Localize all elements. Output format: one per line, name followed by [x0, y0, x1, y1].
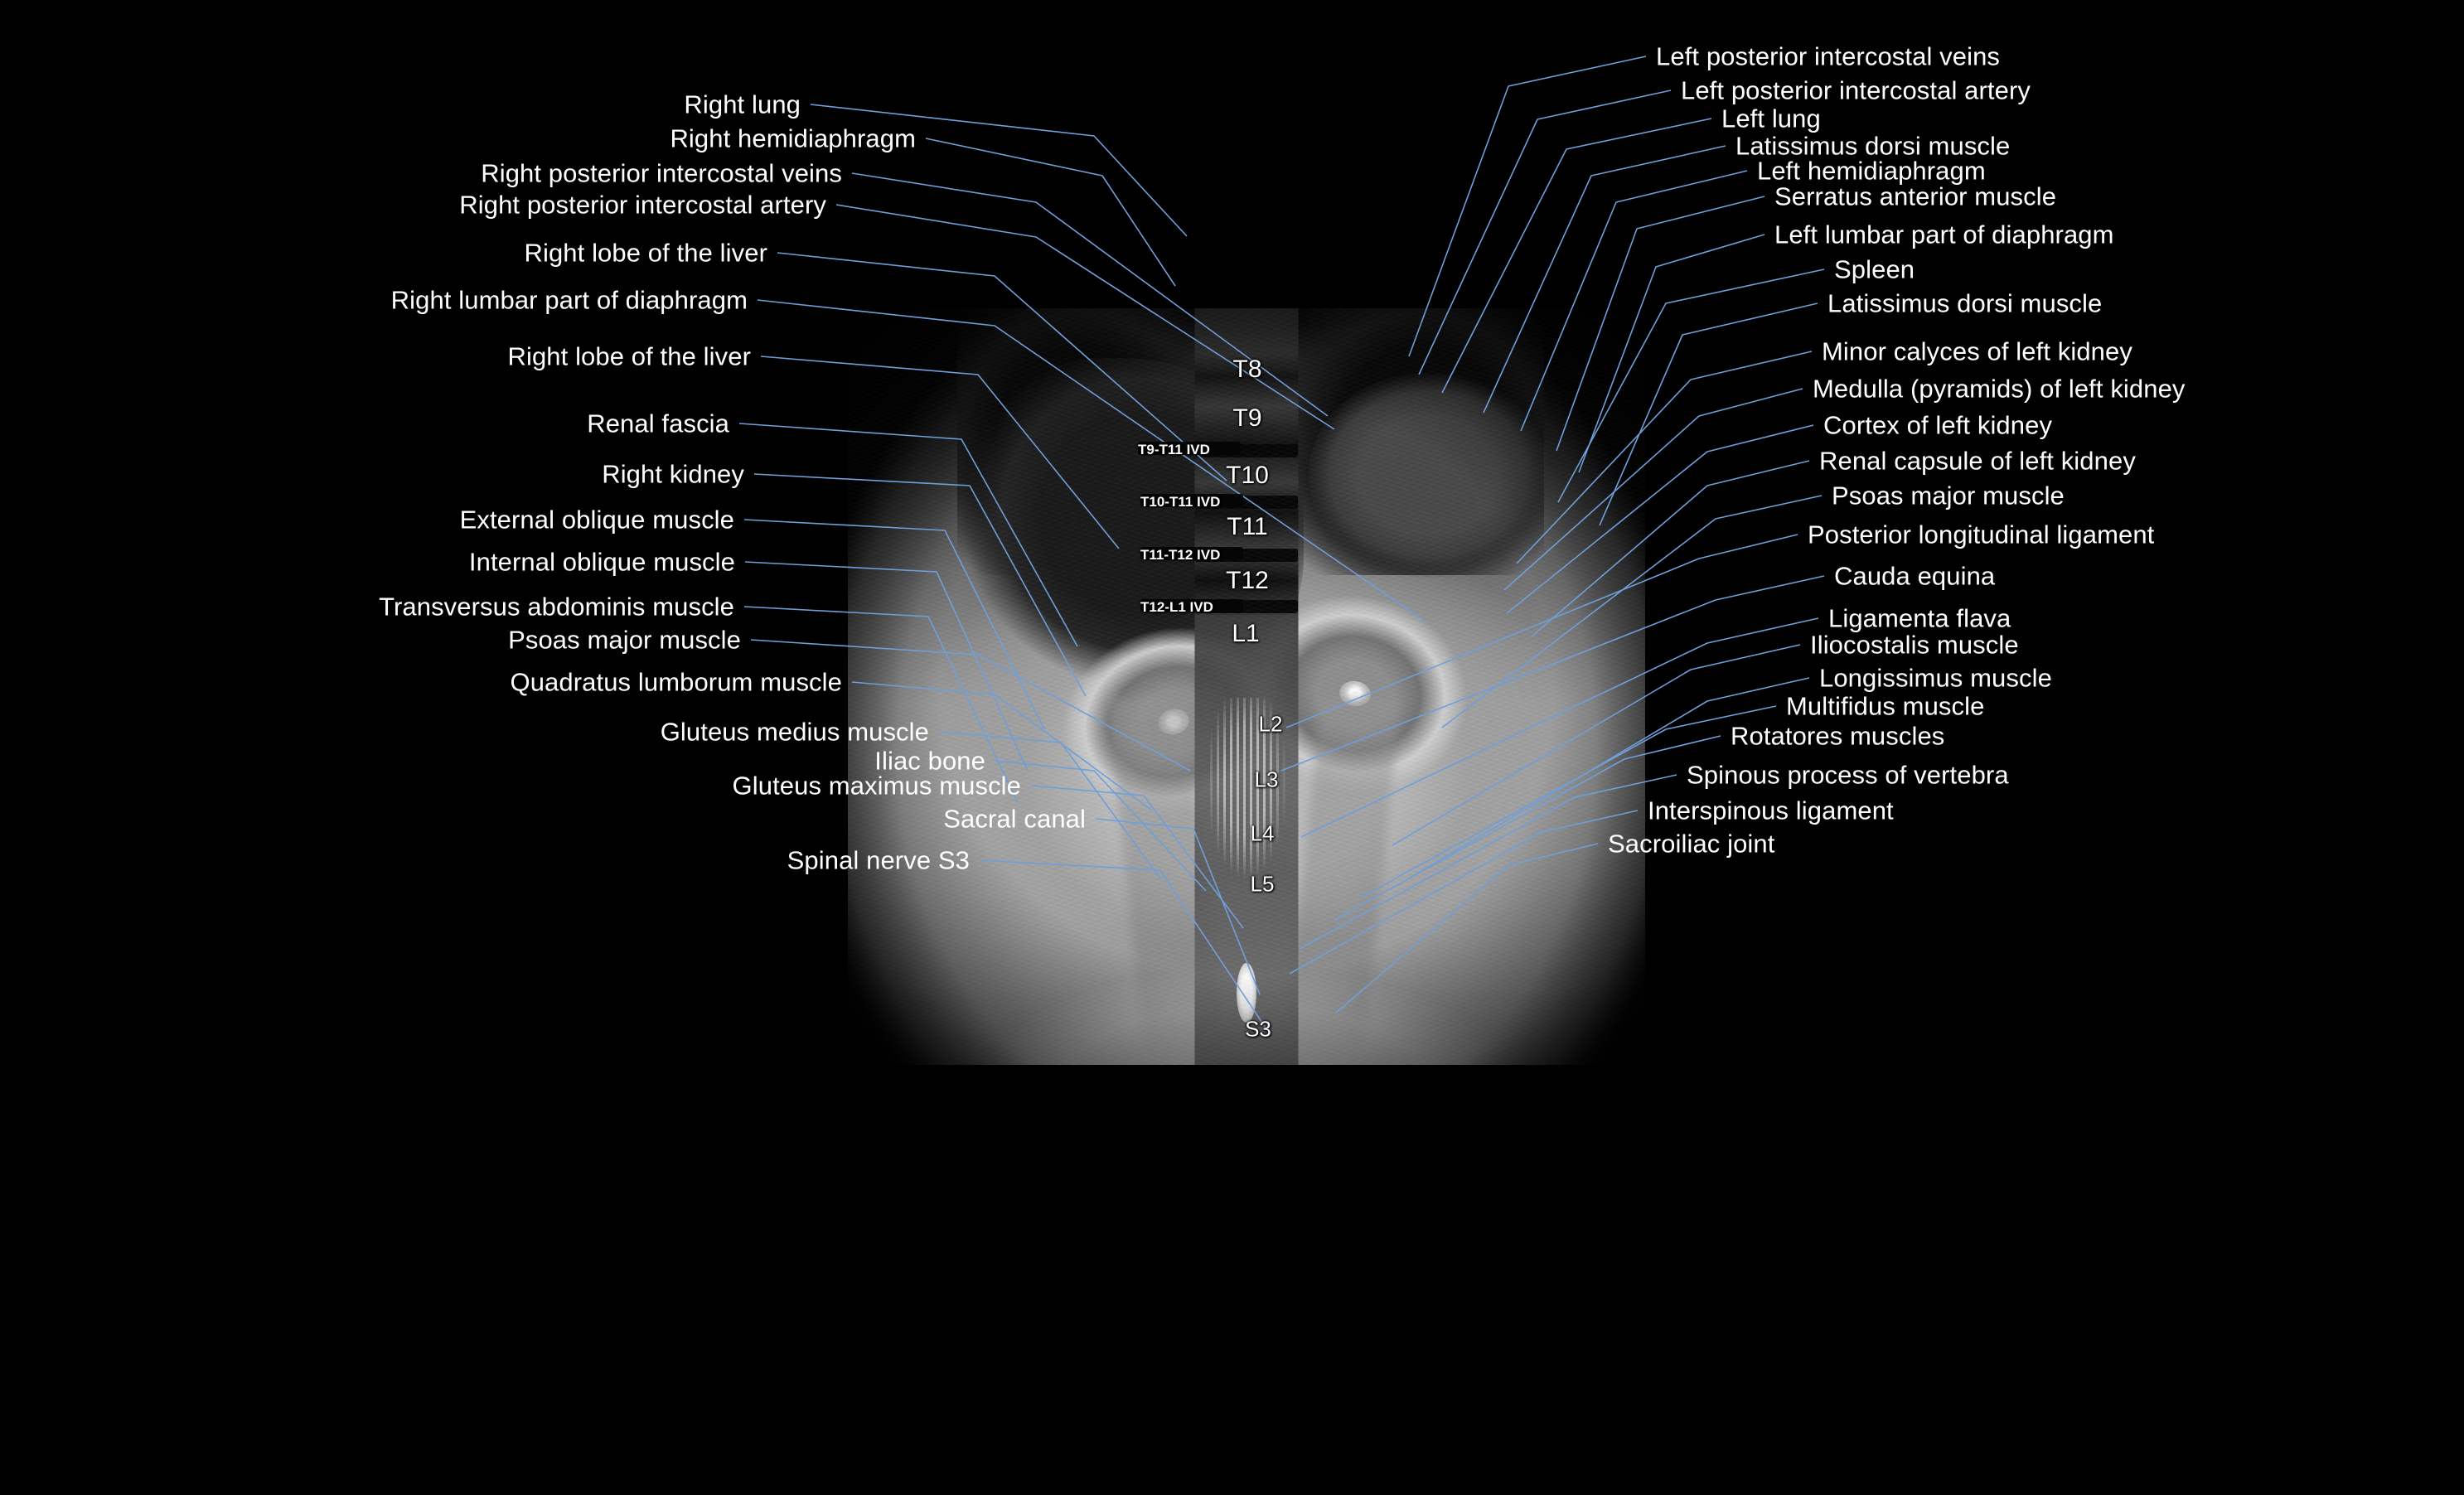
annotation-label: Cauda equina: [1834, 561, 1996, 591]
annotation-label: Psoas major muscle: [1832, 481, 2065, 510]
vertebra-label: L5: [1250, 871, 1275, 897]
vertebra-label: L4: [1250, 820, 1275, 846]
annotation-label: Ligamenta flava: [1828, 603, 2011, 633]
annotation-label: Right posterior intercostal veins: [481, 158, 842, 188]
annotation-label: Right lung: [684, 90, 801, 119]
annotation-label: Gluteus maximus muscle: [732, 771, 1021, 801]
vertebra-label: T12-L1 IVD: [1140, 599, 1243, 615]
annotation-label: Serratus anterior muscle: [1774, 181, 2057, 211]
annotation-label: Spinal nerve S3: [787, 845, 970, 875]
vertebra-label: T12: [1226, 567, 1269, 594]
annotation-label: External oblique muscle: [459, 505, 734, 535]
annotation-label: Gluteus medius muscle: [660, 717, 929, 747]
annotation-label: Renal fascia: [587, 409, 729, 438]
annotation-label: Psoas major muscle: [508, 625, 741, 655]
annotation-label: Right lobe of the liver: [507, 341, 751, 371]
annotation-label: Sacral canal: [943, 804, 1086, 834]
annotation-label: Left hemidiaphragm: [1757, 156, 1986, 186]
vertebra-label: L2: [1258, 711, 1283, 737]
annotation-label: Left lung: [1721, 104, 1821, 133]
annotation-label: Multifidus muscle: [1786, 691, 1985, 721]
vertebra-label: T10: [1226, 462, 1269, 489]
annotation-label: Right posterior intercostal artery: [459, 190, 826, 220]
annotation-label: Sacroiliac joint: [1608, 829, 1775, 859]
annotation-label: Posterior longitudinal ligament: [1808, 520, 2155, 549]
annotation-label: Iliac bone: [874, 746, 985, 776]
vertebra-label: L3: [1254, 767, 1279, 792]
annotation-label: Spinous process of vertebra: [1687, 760, 2009, 790]
annotation-label: Medulla (pyramids) of left kidney: [1813, 374, 2186, 404]
annotation-label: Transversus abdominis muscle: [379, 592, 734, 622]
annotation-label: Left lumbar part of diaphragm: [1774, 220, 2114, 249]
annotation-label: Right lumbar part of diaphragm: [390, 285, 748, 315]
annotation-label: Renal capsule of left kidney: [1819, 446, 2136, 476]
annotation-label: Rotatores muscles: [1731, 721, 1945, 751]
sacral-canal-region: [1237, 963, 1256, 1023]
annotation-label: Spleen: [1834, 254, 1915, 284]
vertebra-label: T10-T11 IVD: [1140, 494, 1243, 510]
annotation-label: Quadratus lumborum muscle: [510, 667, 842, 697]
annotation-label: Latissimus dorsi muscle: [1735, 131, 2011, 161]
annotation-label: Cortex of left kidney: [1823, 410, 2053, 440]
annotation-label: Interspinous ligament: [1648, 796, 1894, 825]
annotation-label: Right kidney: [602, 459, 744, 489]
annotation-label: Longissimus muscle: [1819, 663, 2052, 693]
annotation-label: Right hemidiaphragm: [670, 123, 916, 153]
vertebra-label: T9: [1232, 404, 1262, 432]
leader-line: [925, 138, 1176, 287]
annotation-label: Right lobe of the liver: [524, 238, 767, 268]
annotation-label: Iliocostalis muscle: [1810, 630, 2019, 660]
vertebra-label: T8: [1232, 356, 1262, 383]
annotation-label: Left posterior intercostal artery: [1681, 75, 2031, 105]
annotation-label: Left posterior intercostal veins: [1656, 41, 2001, 71]
vertebra-label: T9-T11 IVD: [1138, 442, 1241, 457]
vertebra-label: L1: [1232, 620, 1260, 647]
vertebra-label: S3: [1245, 1016, 1271, 1042]
annotation-label: Latissimus dorsi muscle: [1827, 288, 2103, 318]
annotation-label: Internal oblique muscle: [468, 547, 735, 577]
vertebra-label: T11-T12 IVD: [1140, 547, 1243, 563]
vertebra-label: T11: [1227, 513, 1268, 540]
annotation-label: Minor calyces of left kidney: [1822, 336, 2132, 366]
